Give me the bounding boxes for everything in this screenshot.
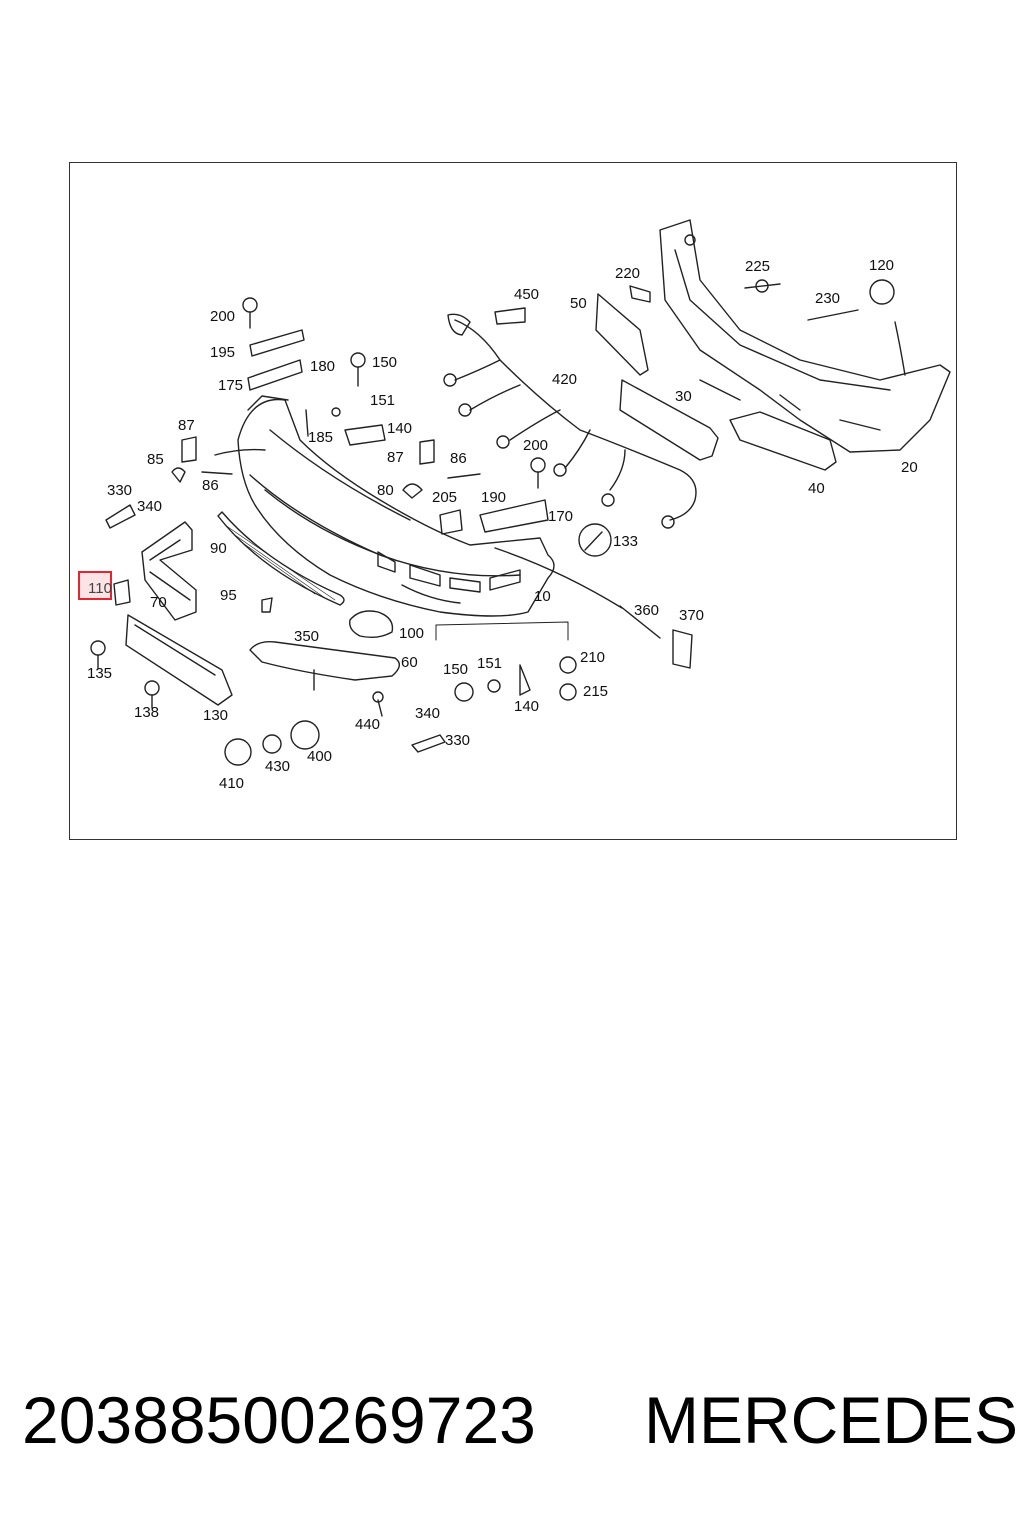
bumper-beam-part — [659, 219, 951, 453]
part-label-185: 185 — [308, 429, 334, 446]
part-label-120: 120 — [869, 257, 895, 274]
part-label-130: 130 — [203, 707, 229, 724]
part-label-135: 135 — [87, 665, 113, 682]
part-label-330b: 330 — [445, 732, 471, 749]
part-label-30: 30 — [675, 388, 692, 405]
diagram-frame — [69, 162, 957, 840]
part-label-170: 170 — [548, 508, 574, 525]
part-label-450: 450 — [514, 286, 540, 303]
part-label-215: 215 — [583, 683, 609, 700]
part-label-95: 95 — [220, 587, 237, 604]
wrench-icon-handle — [584, 531, 603, 551]
part-label-140: 140 — [387, 420, 413, 437]
wrench-icon — [578, 523, 612, 557]
part-label-10: 10 — [534, 588, 551, 605]
bumper-cover-part — [237, 395, 555, 617]
arrow-line — [214, 448, 266, 456]
part-label-180: 180 — [310, 358, 336, 375]
part-label-350: 350 — [294, 628, 320, 645]
part-label-200b: 200 — [523, 437, 549, 454]
fastener-parts — [90, 279, 895, 766]
clip-110-part — [113, 579, 131, 606]
part-label-100: 100 — [399, 625, 425, 642]
part-label-86b: 86 — [450, 450, 467, 467]
mesh-grille-part — [217, 511, 345, 606]
part-label-80: 80 — [377, 482, 394, 499]
part-label-340: 340 — [137, 498, 163, 515]
part-label-60: 60 — [401, 654, 418, 671]
part-label-205: 205 — [432, 489, 458, 506]
license-plate-bracket-part — [125, 614, 233, 706]
part-label-430: 430 — [265, 758, 291, 775]
part-label-340b: 340 — [415, 705, 441, 722]
part-label-20: 20 — [901, 459, 918, 476]
part-label-150b: 150 — [443, 661, 469, 678]
part-label-87: 87 — [178, 417, 195, 434]
fog-lamp-cover-part — [349, 610, 394, 639]
part-label-175: 175 — [218, 377, 244, 394]
part-label-90: 90 — [210, 540, 227, 557]
part-label-195: 195 — [210, 344, 236, 361]
bracket-50-part — [595, 293, 649, 376]
part-number: 20388500269723 — [22, 1383, 536, 1457]
absorber-40-part — [729, 411, 837, 471]
side-trim-part — [141, 521, 197, 621]
part-label-200: 200 — [210, 308, 236, 325]
highlight-box-110 — [78, 571, 112, 600]
footer: 20388500269723 MERCEDES — [22, 1382, 1018, 1462]
part-label-150: 150 — [372, 354, 398, 371]
brand-name: MERCEDES — [644, 1383, 1019, 1457]
absorber-30-part — [619, 379, 719, 461]
part-label-440: 440 — [355, 716, 381, 733]
group-bracket-line — [435, 621, 569, 641]
part-label-151b: 151 — [477, 655, 503, 672]
lower-trim-strip-part — [249, 640, 400, 691]
arrow-line-3 — [494, 547, 623, 609]
arrow-line-2 — [894, 321, 906, 376]
part-label-151: 151 — [370, 392, 396, 409]
part-label-133: 133 — [613, 533, 639, 550]
part-label-370: 370 — [679, 607, 705, 624]
wiring-harness-part — [443, 313, 697, 529]
part-label-230: 230 — [815, 290, 841, 307]
part-label-138: 138 — [134, 704, 160, 721]
part-label-190: 190 — [481, 489, 507, 506]
part-label-87b: 87 — [387, 449, 404, 466]
part-label-225: 225 — [745, 258, 771, 275]
part-label-86: 86 — [202, 477, 219, 494]
part-label-360: 360 — [634, 602, 660, 619]
part-label-110: 110 — [88, 580, 112, 597]
part-label-410: 410 — [219, 775, 245, 792]
part-label-220: 220 — [615, 265, 641, 282]
part-label-70: 70 — [150, 594, 167, 611]
part-label-85: 85 — [147, 451, 164, 468]
part-label-140b: 140 — [514, 698, 540, 715]
part-label-400: 400 — [307, 748, 333, 765]
part-label-50: 50 — [570, 295, 587, 312]
part-label-420: 420 — [552, 371, 578, 388]
part-label-40: 40 — [808, 480, 825, 497]
part-label-210: 210 — [580, 649, 606, 666]
part-label-330: 330 — [107, 482, 133, 499]
